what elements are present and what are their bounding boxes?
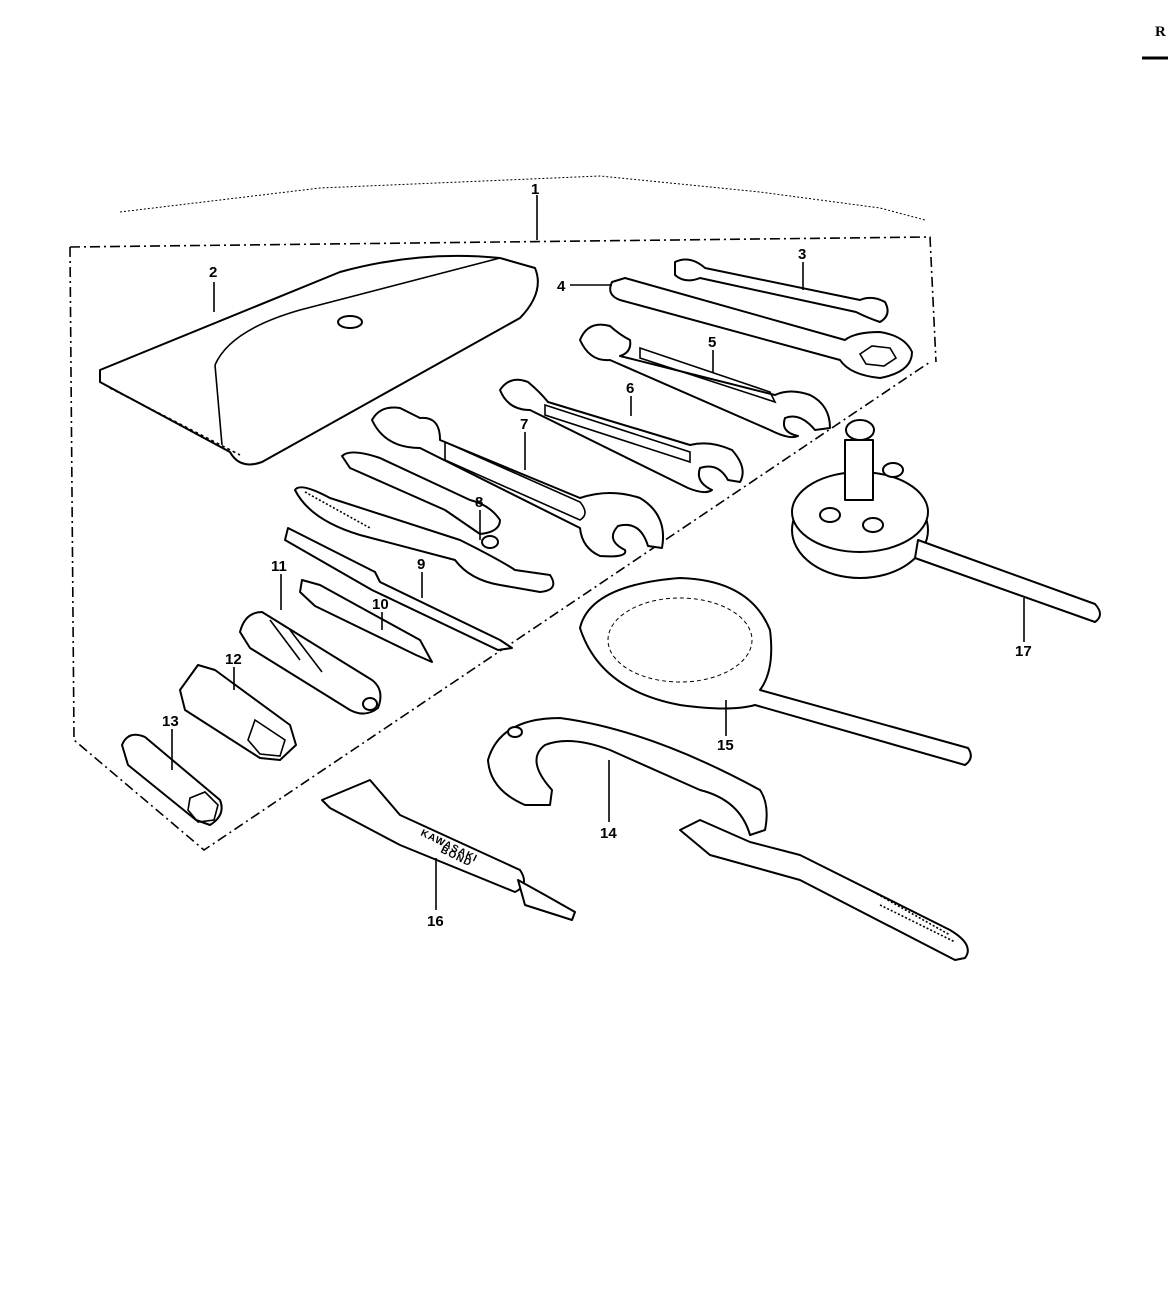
wrench-6 [499,378,744,494]
label-2: 2 [209,264,217,281]
label-15: 15 [717,737,734,754]
label-8: 8 [475,494,483,511]
label-5: 5 [708,334,716,351]
flywheel-puller [791,419,1101,623]
label-3: 3 [798,246,806,263]
bond-tube: KAWASAKI BOND [321,779,576,921]
label-6: 6 [626,380,634,397]
corner-mark: R [1142,24,1168,60]
label-10: 10 [372,596,389,613]
label-14: 14 [600,825,617,842]
wrench-5 [579,323,831,439]
socket-13 [121,733,223,826]
wrench-7 [371,406,664,558]
label-4: 4 [557,278,566,295]
label-7: 7 [520,416,528,433]
spring-compressor [487,717,969,961]
clutch-holder [579,577,972,766]
label-11: 11 [271,558,287,575]
label-12: 12 [225,651,242,668]
corner-mark-text: R [1155,24,1166,40]
wrench-3 [674,258,889,323]
screwdriver-9 [284,527,513,651]
label-1: 1 [531,181,539,198]
socket-12 [179,664,297,761]
tool-pouch [99,254,539,466]
label-17: 17 [1015,643,1032,660]
label-16: 16 [427,913,444,930]
kit-bracket [69,175,937,852]
wrench-4 [609,277,913,379]
screwdriver-10 [299,579,433,663]
pliers [294,451,555,593]
leader-lines [171,262,1025,910]
part-labels: 1 2 3 4 5 6 7 8 9 10 11 12 13 14 15 16 1… [162,181,1032,930]
label-9: 9 [417,556,425,573]
label-13: 13 [162,713,179,730]
handle-11 [239,611,382,715]
